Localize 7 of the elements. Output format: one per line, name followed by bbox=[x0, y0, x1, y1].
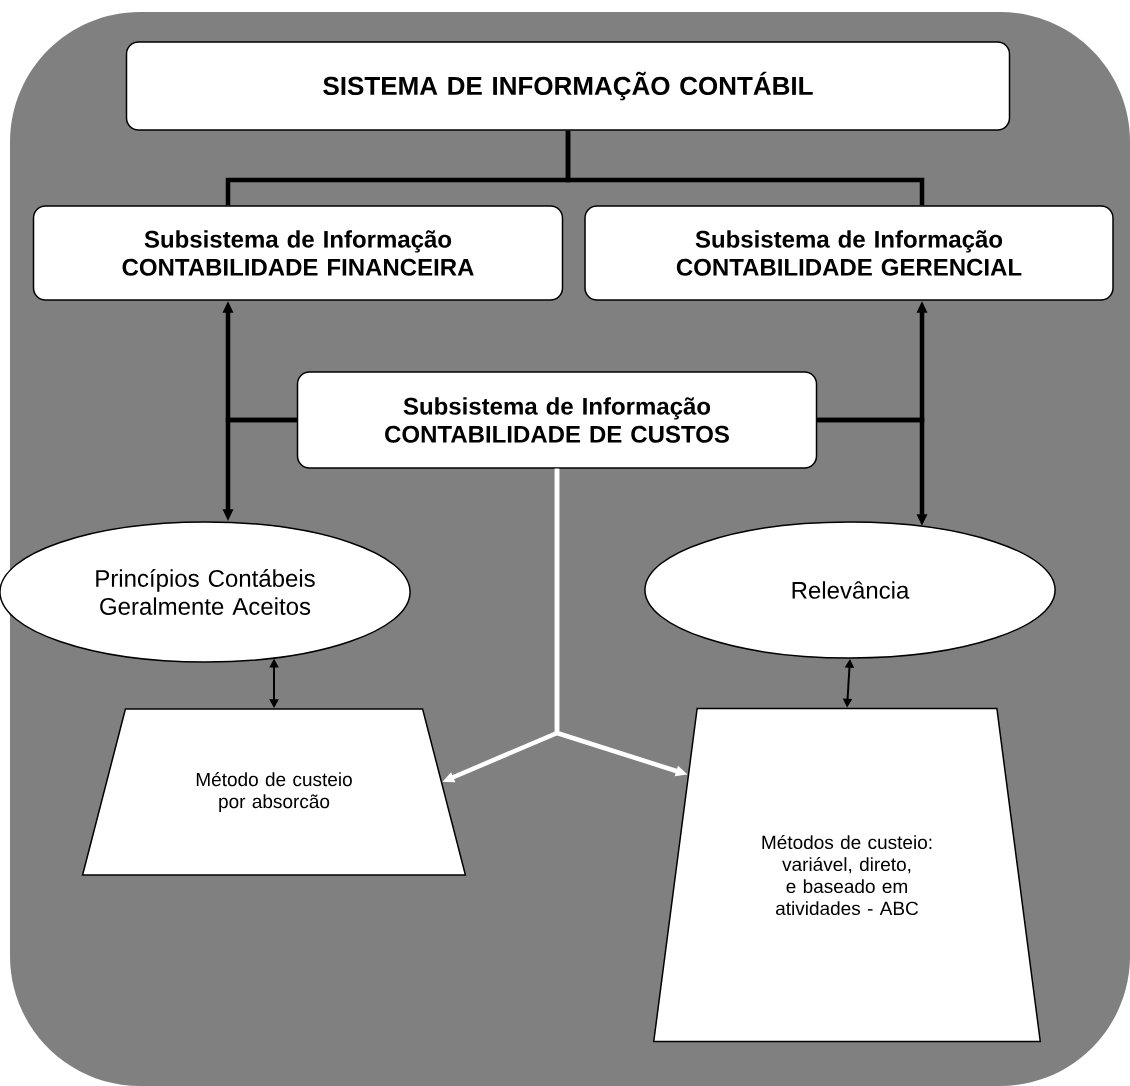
process-box: Subsistema de Informação CONTABILIDADE DE CUSTOS bbox=[296, 371, 818, 469]
connector-line bbox=[565, 130, 925, 206]
process-box: SISTEMA DE INFORMAÇÃO CONTÁBIL bbox=[125, 41, 1011, 131]
process-box: Subsistema de Informação CONTABILIDADE GERENCIAL bbox=[584, 205, 1114, 301]
oval-box: Relevância bbox=[644, 521, 1056, 659]
trapezoid-box: Método de custeio por absorcão bbox=[81, 708, 467, 876]
process-box: Subsistema de Informação CONTABILIDADE FINANCEIRA bbox=[32, 205, 564, 301]
